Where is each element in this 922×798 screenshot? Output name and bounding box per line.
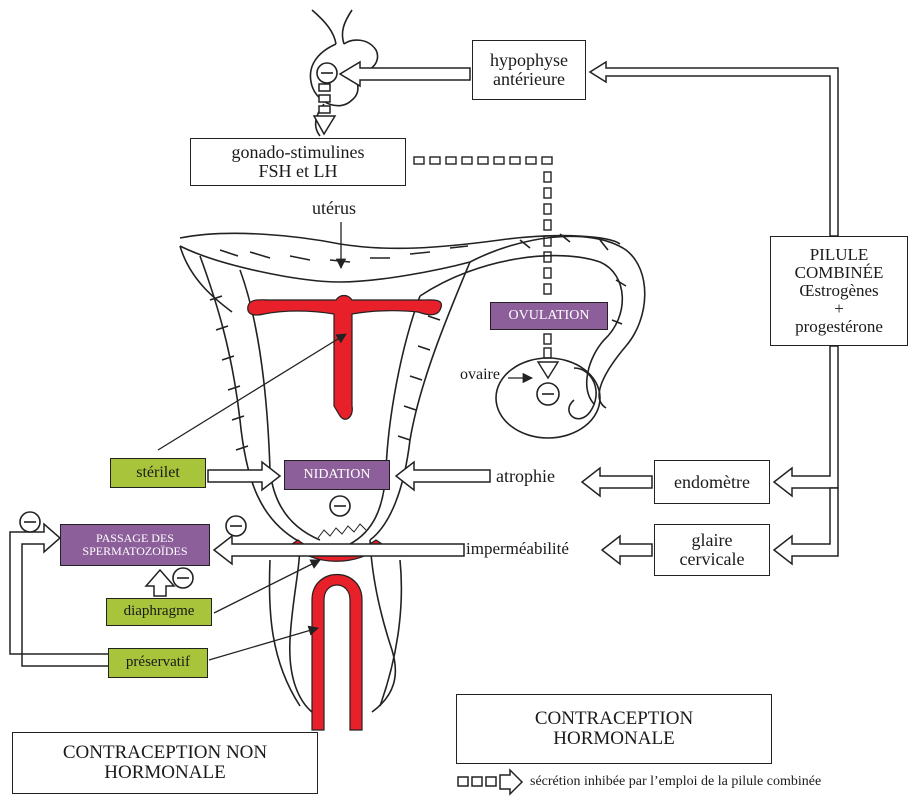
contraception-hormonale-box: CONTRACEPTION HORMONALE: [456, 694, 772, 764]
uterine-cavity: [248, 296, 442, 420]
pill-feedback-to-hypophyse: [590, 62, 838, 236]
hypophyse-to-pituitary-arrow: [340, 62, 470, 86]
contraception-non-hormonale-box: CONTRACEPTION NON HORMONALE: [12, 732, 318, 794]
impermeabilite-label: imperméabilité: [466, 539, 569, 559]
legend-text: sécrétion inhibée par l’emploi de la pil…: [530, 774, 821, 790]
atrophie-label: atrophie: [496, 466, 555, 487]
glaire-cervicale-box: glaire cervicale: [654, 524, 770, 576]
gonado-stimulines-box: gonado-stimulines FSH et LH: [190, 138, 406, 186]
passage-spermatozoides-box: PASSAGE DES SPERMATOZOÏDES: [60, 524, 210, 566]
pituitary-output-arrow: [314, 84, 335, 134]
preservatif-box: préservatif: [108, 648, 208, 678]
vagina-illustration: [312, 575, 362, 731]
inhibited-secretion-path: [414, 157, 558, 378]
sterilet-box: stérilet: [110, 458, 206, 488]
ovaire-label: ovaire: [460, 366, 500, 384]
endometre-box: endomètre: [654, 460, 770, 504]
pilule-combinee-box: PILULE COMBINÉE Œstrogènes + progestéron…: [770, 236, 908, 346]
ovulation-box: OVULATION: [490, 302, 608, 330]
pointer-lines: [158, 222, 532, 660]
nidation-box: NIDATION: [284, 460, 390, 490]
hypophyse-box: hypophyse antérieure: [472, 40, 586, 100]
uterus-label: utérus: [312, 198, 356, 219]
diaphragme-box: diaphragme: [106, 598, 212, 626]
